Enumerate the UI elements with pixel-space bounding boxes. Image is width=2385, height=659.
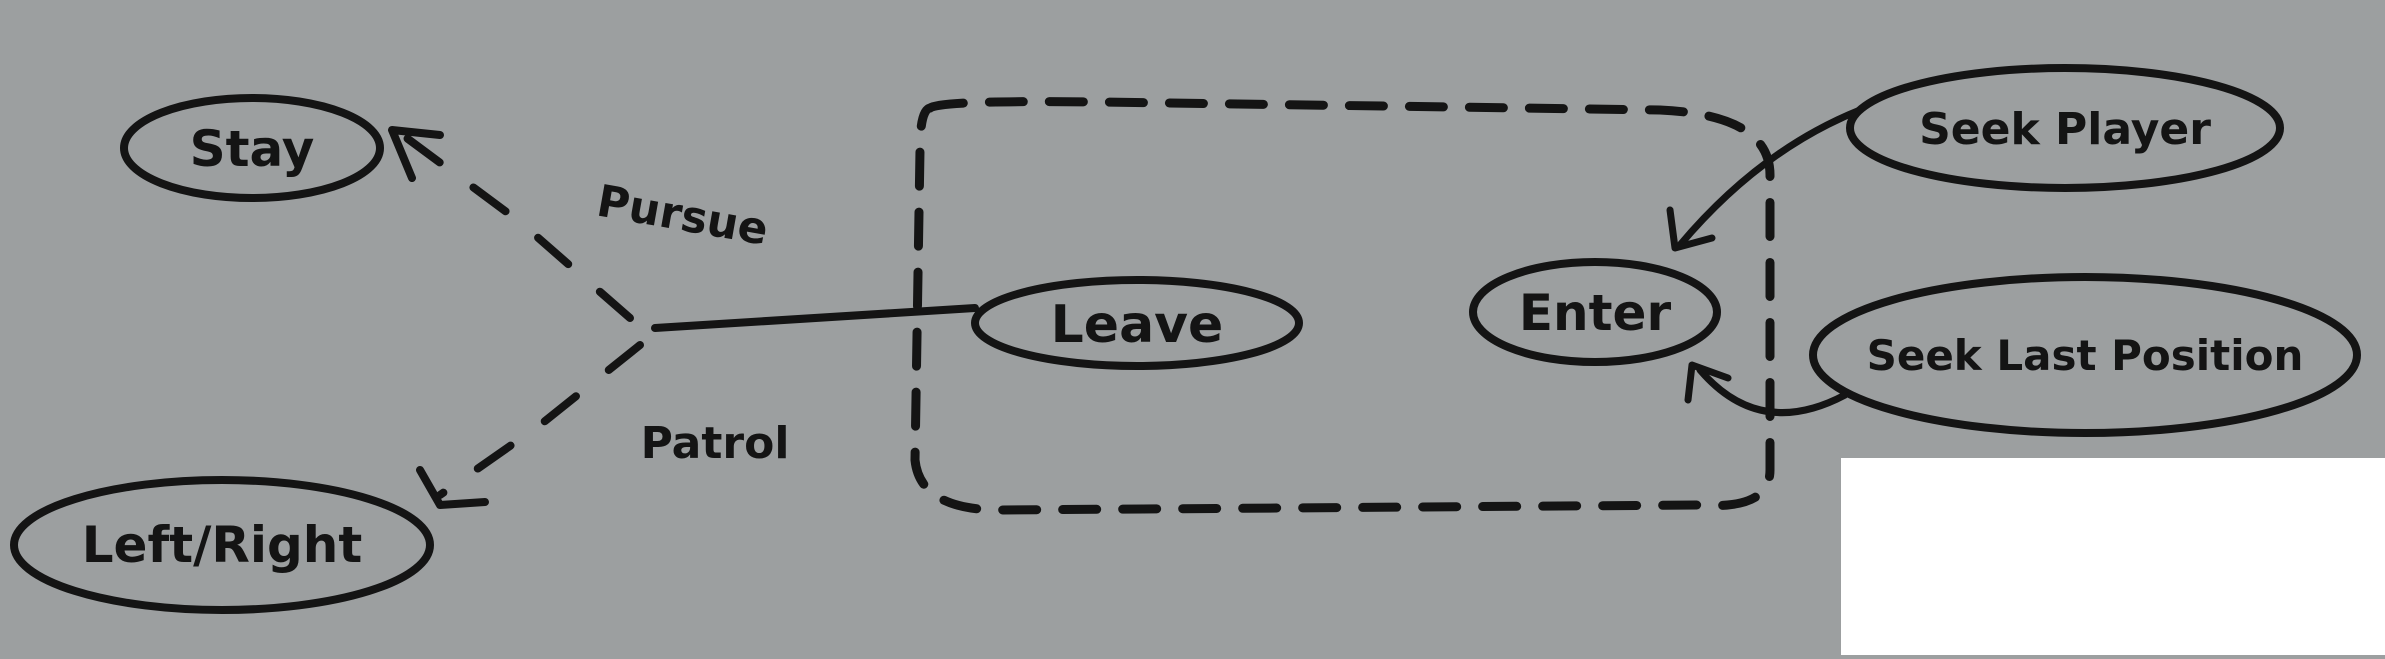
node-leave: Leave — [971, 276, 1303, 370]
edge-label-pursue: Pursue — [593, 176, 772, 256]
edge-seek-player-to-enter — [1676, 106, 1864, 249]
leave-group-boundary — [910, 97, 1775, 515]
node-leave-label: Leave — [1051, 295, 1224, 355]
node-enter: Enter — [1469, 258, 1721, 366]
node-left-right: Left/Right — [10, 476, 434, 614]
node-stay-label: Stay — [190, 120, 315, 178]
node-seek-last-position-label: Seek Last Position — [1867, 331, 2304, 380]
edge-patrol-to-left-right — [436, 341, 644, 499]
arrowhead-enter-bottom — [1684, 361, 1732, 404]
arrowhead-left-right — [416, 466, 489, 509]
blank-white-area — [1841, 458, 2385, 655]
arrowhead-stay — [388, 126, 444, 182]
edge-seek-last-position-to-enter — [1696, 366, 1849, 416]
node-seek-player-label: Seek Player — [1919, 104, 2211, 155]
arrowhead-enter-top — [1666, 206, 1716, 252]
node-left-right-label: Left/Right — [82, 516, 363, 574]
node-seek-player: Seek Player — [1846, 64, 2284, 192]
edge-pursue-to-stay — [396, 129, 634, 322]
node-seek-last-position: Seek Last Position — [1809, 273, 2361, 437]
node-stay: Stay — [120, 94, 384, 202]
edge-label-patrol: Patrol — [641, 418, 790, 469]
node-enter-label: Enter — [1519, 284, 1672, 342]
edge-leave-to-branch — [651, 304, 979, 332]
